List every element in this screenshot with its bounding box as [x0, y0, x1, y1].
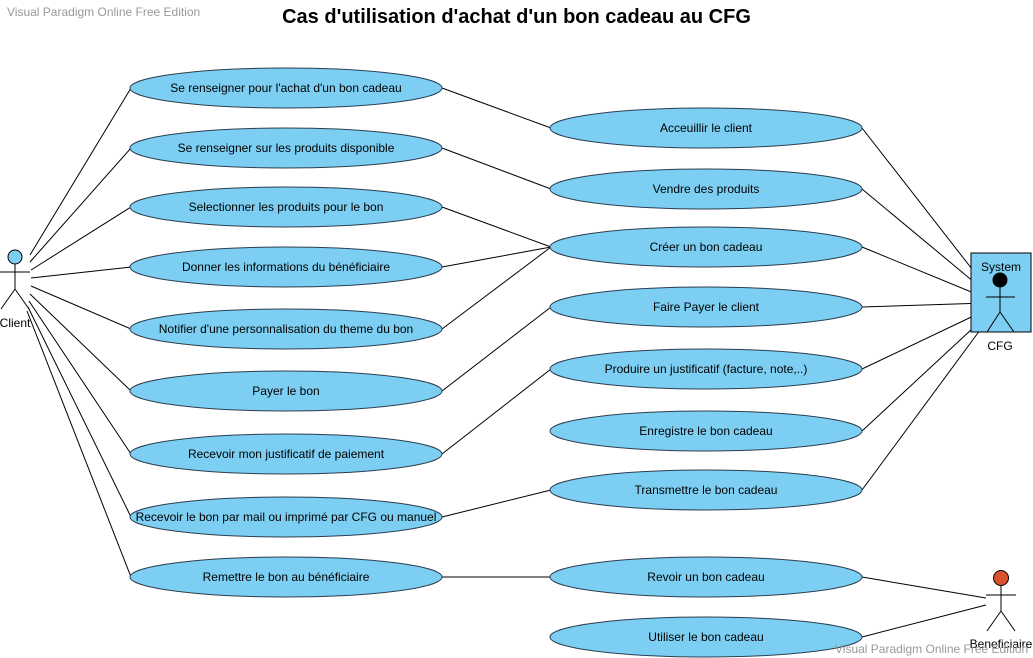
- assoc-rc2-cfg: [861, 188, 987, 293]
- actor-beneficiaire[interactable]: Beneficiaire: [970, 570, 1033, 652]
- assoc-client-uc1: [29, 87, 132, 256]
- cfg-head-icon: [992, 272, 1008, 288]
- link-uc8-rc7: [441, 489, 552, 518]
- assoc-rc8-beneficiaire: [861, 576, 987, 599]
- assoc-rc1-cfg: [861, 127, 987, 288]
- assoc-client-uc6: [29, 293, 132, 392]
- assoc-rc3-cfg: [861, 246, 987, 299]
- usecase-label: Payer le bon: [252, 384, 319, 398]
- usecase-right-6[interactable]: Enregistre le bon cadeau: [549, 410, 863, 452]
- usecase-label: Remettre le bon au bénéficiaire: [203, 570, 370, 584]
- usecase-right-3[interactable]: Créer un bon cadeau: [549, 226, 863, 268]
- system-label: System: [981, 260, 1021, 274]
- assoc-rc9-beneficiaire: [861, 604, 987, 638]
- usecase-label: Donner les informations du bénéficiaire: [182, 260, 390, 274]
- usecase-right-2[interactable]: Vendre des produits: [549, 168, 863, 210]
- client-body-icon: [0, 264, 30, 310]
- usecase-label: Transmettre le bon cadeau: [635, 483, 778, 497]
- diagram-title: Cas d'utilisation d'achat d'un bon cadea…: [282, 6, 751, 28]
- assoc-client-uc3: [30, 206, 132, 271]
- usecase-left-5[interactable]: Notifier d'une personnalisation du theme…: [129, 308, 443, 350]
- beneficiaire-head-icon: [993, 570, 1009, 586]
- usecase-left-1[interactable]: Se renseigner pour l'achat d'un bon cade…: [129, 67, 443, 109]
- assoc-client-uc9: [26, 310, 132, 578]
- usecase-label: Enregistre le bon cadeau: [639, 424, 772, 438]
- usecase-label: Notifier d'une personnalisation du theme…: [159, 322, 413, 336]
- usecase-label: Se renseigner pour l'achat d'un bon cade…: [170, 81, 401, 95]
- link-uc7-rc5: [441, 368, 552, 455]
- link-uc4-rc3: [441, 246, 552, 268]
- link-uc6-rc4: [441, 306, 552, 392]
- actor-client-label: Client: [0, 316, 31, 330]
- usecase-label: Revoir un bon cadeau: [647, 570, 764, 584]
- link-uc5-rc3: [441, 246, 552, 330]
- usecase-left-6[interactable]: Payer le bon: [129, 370, 443, 412]
- usecase-left-9[interactable]: Remettre le bon au bénéficiaire: [129, 556, 443, 598]
- system-box: [970, 252, 1032, 333]
- usecase-label: Recevoir mon justificatif de paiement: [188, 447, 385, 461]
- usecase-label: Recevoir le bon par mail ou imprimé par …: [136, 510, 437, 524]
- assoc-rc6-cfg: [861, 315, 987, 432]
- usecase-label: Produire un justificatif (facture, note,…: [605, 362, 808, 376]
- usecase-right-5[interactable]: Produire un justificatif (facture, note,…: [549, 348, 863, 390]
- actor-cfg-label: CFG: [987, 339, 1012, 353]
- usecase-label: Faire Payer le client: [653, 300, 760, 314]
- client-head-icon: [7, 249, 23, 265]
- cfg-body-icon: [986, 287, 1015, 333]
- assoc-rc7-cfg: [861, 321, 987, 491]
- actor-beneficiaire-label: Beneficiaire: [970, 637, 1033, 651]
- assoc-client-uc4: [30, 266, 132, 279]
- link-uc3-rc3: [441, 206, 552, 248]
- usecase-left-4[interactable]: Donner les informations du bénéficiaire: [129, 246, 443, 288]
- usecase-left-7[interactable]: Recevoir mon justificatif de paiement: [129, 433, 443, 475]
- system-cfg[interactable]: System CFG: [970, 252, 1032, 353]
- usecase-left-3[interactable]: Selectionner les produits pour le bon: [129, 186, 443, 228]
- usecase-label: Utiliser le bon cadeau: [648, 630, 763, 644]
- watermark-bottom: Visual Paradigm Online Free Edition: [835, 642, 1029, 656]
- assoc-rc4-cfg: [861, 302, 987, 308]
- usecase-label: Se renseigner sur les produits disponibl…: [178, 141, 395, 155]
- usecase-right-9[interactable]: Utiliser le bon cadeau: [549, 616, 863, 658]
- link-uc1-rc1: [441, 87, 552, 129]
- usecase-label: Vendre des produits: [653, 182, 760, 196]
- assoc-client-uc5: [30, 285, 132, 330]
- assoc-client-uc8: [27, 306, 132, 518]
- usecase-label: Créer un bon cadeau: [650, 240, 763, 254]
- usecase-label: Selectionner les produits pour le bon: [189, 200, 384, 214]
- usecase-right-8[interactable]: Revoir un bon cadeau: [549, 556, 863, 598]
- usecase-right-7[interactable]: Transmettre le bon cadeau: [549, 469, 863, 511]
- link-uc2-rc2: [441, 147, 552, 190]
- beneficiaire-body-icon: [986, 586, 1016, 632]
- usecase-left-2[interactable]: Se renseigner sur les produits disponibl…: [129, 127, 443, 169]
- assoc-rc5-cfg: [861, 309, 987, 370]
- usecase-right-4[interactable]: Faire Payer le client: [549, 286, 863, 328]
- usecase-label: Acceuillir le client: [660, 121, 753, 135]
- usecase-left-8[interactable]: Recevoir le bon par mail ou imprimé par …: [129, 496, 443, 538]
- associations: [26, 87, 987, 638]
- watermark-top: Visual Paradigm Online Free Edition: [7, 5, 201, 19]
- usecase-right-1[interactable]: Acceuillir le client: [549, 107, 863, 149]
- assoc-client-uc2: [29, 147, 132, 263]
- assoc-client-uc7: [28, 300, 132, 455]
- actor-client[interactable]: Client: [0, 249, 31, 330]
